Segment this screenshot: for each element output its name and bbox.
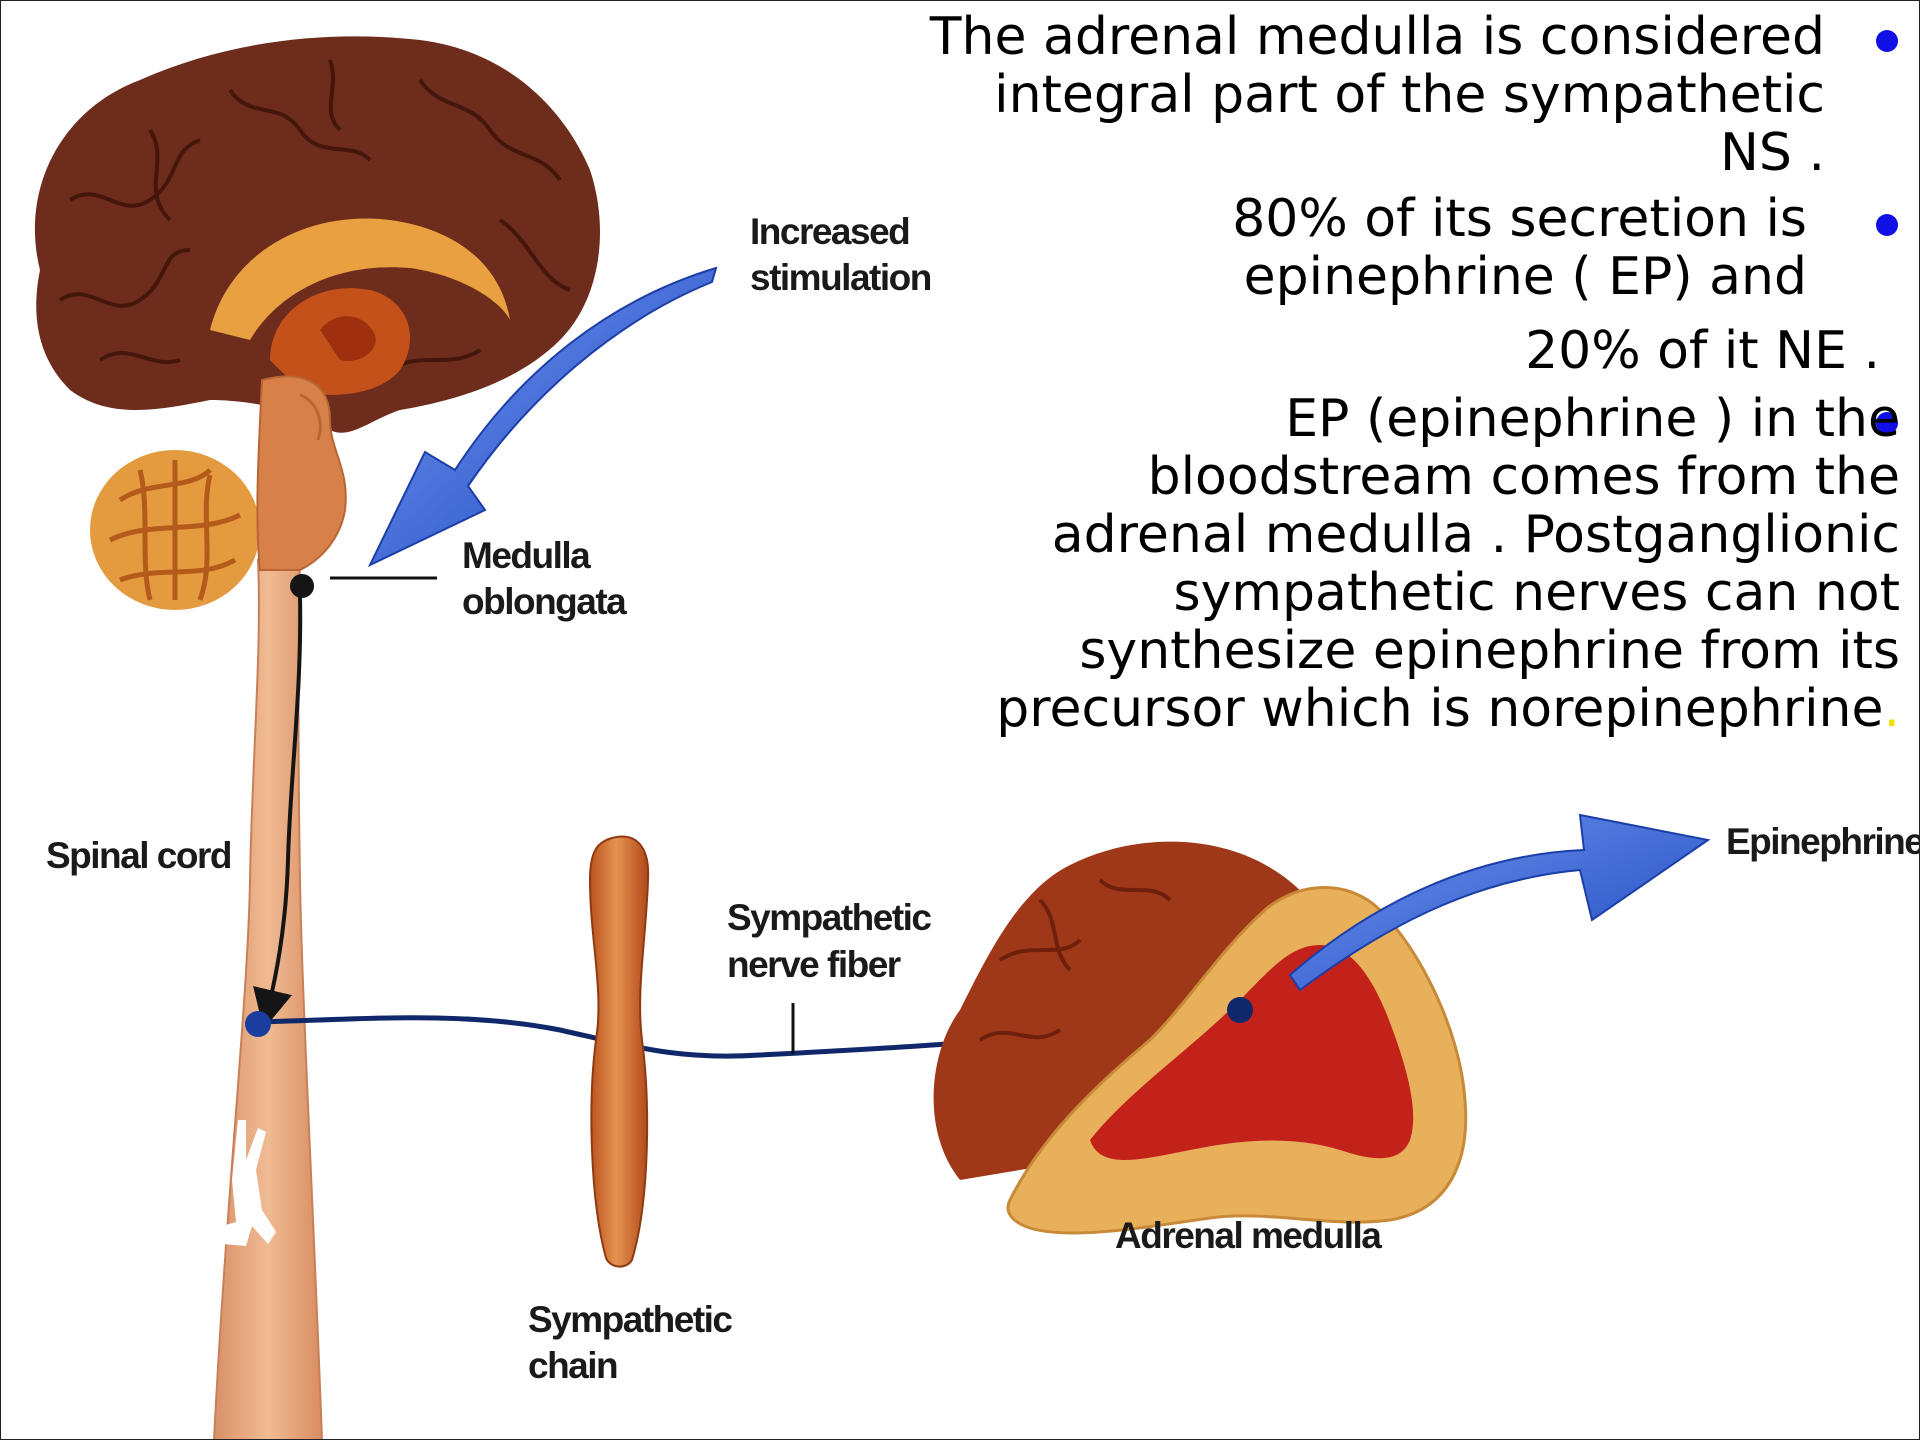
adrenal-neuron-dot (1227, 997, 1253, 1023)
medulla-dot (290, 574, 314, 598)
bullet-2: 80% of its secretion is epinephrine ( EP… (907, 190, 1807, 306)
label-medulla-oblongata-2: oblongata (462, 581, 627, 622)
label-sympathetic-chain-2: chain (528, 1345, 617, 1386)
bullet-3-end-mark: . (1883, 679, 1900, 739)
label-sympathetic-nerve-fiber-1: Sympathetic (727, 897, 931, 938)
bullet-dot-2 (1876, 214, 1898, 236)
bullet-2-continuation: 20% of it NE . (980, 322, 1880, 380)
adrenal-gland (934, 842, 1466, 1233)
bullet-1: The adrenal medulla is considered integr… (925, 8, 1825, 182)
brain (35, 36, 600, 1440)
bullet-dot-1 (1876, 30, 1898, 52)
label-increased-stimulation-2: stimulation (750, 257, 931, 298)
spinal-cord-neuron-dot (245, 1011, 271, 1037)
cerebellum (90, 450, 260, 610)
label-sympathetic-nerve-fiber-2: nerve fiber (727, 944, 901, 985)
label-sympathetic-chain-1: Sympathetic (528, 1299, 732, 1340)
label-adrenal-medulla: Adrenal medulla (1115, 1215, 1382, 1256)
bullet-3-text: EP (epinephrine ) in the bloodstream com… (996, 389, 1900, 739)
label-epinephrine: Epinephrine (1726, 821, 1920, 862)
sympathetic-chain (590, 837, 648, 1267)
label-spinal-cord: Spinal cord (46, 835, 231, 876)
spinal-cord (214, 560, 322, 1440)
label-increased-stimulation-1: Increased (750, 211, 909, 252)
label-medulla-oblongata-1: Medulla (462, 535, 591, 576)
bullet-3: EP (epinephrine ) in the bloodstream com… (940, 390, 1900, 738)
